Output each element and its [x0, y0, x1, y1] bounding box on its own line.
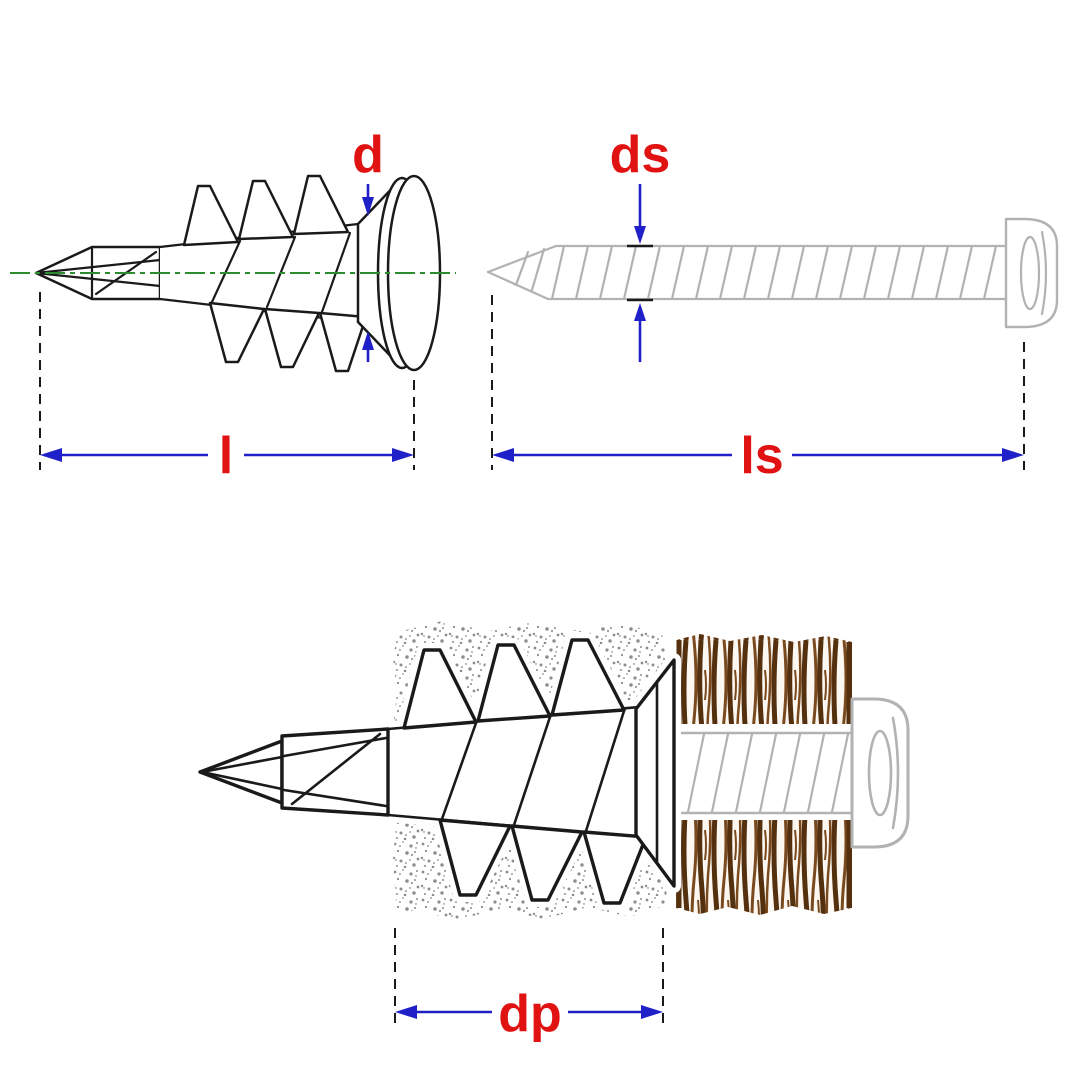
flange-head — [634, 658, 676, 888]
dimension-d: d — [352, 126, 384, 362]
screw-side-drawing — [486, 217, 1059, 329]
label-d: d — [352, 126, 384, 184]
anchor-thread-body — [158, 174, 368, 373]
installed-anchor — [198, 633, 681, 910]
drill-tip — [198, 727, 390, 817]
thread-fin — [263, 307, 321, 369]
label-ls: ls — [740, 427, 783, 485]
dimension-ls: ls — [491, 295, 1025, 485]
screw-head — [850, 697, 910, 849]
installed-screw — [674, 697, 910, 849]
thread-fin — [550, 638, 626, 717]
thread-fin — [438, 818, 512, 897]
thread-fin — [208, 301, 266, 364]
dimension-dp: dp — [394, 928, 664, 1043]
thread-fin — [402, 648, 478, 730]
thread-fin — [318, 311, 368, 373]
installation-illustration: dp — [198, 621, 910, 1043]
label-ds: ds — [610, 126, 671, 184]
label-dp: dp — [498, 985, 562, 1043]
thread-fin — [292, 174, 350, 236]
thread-fin — [582, 830, 648, 905]
thread-fin — [237, 179, 295, 241]
thread-fin — [476, 643, 552, 723]
dimension-l: l — [39, 292, 415, 485]
wood-batten — [676, 634, 852, 915]
screw-head — [1004, 217, 1059, 329]
label-l: l — [219, 427, 233, 485]
thread-fin — [182, 184, 240, 247]
thread-fin — [510, 824, 584, 902]
anchor-plug-drawing — [10, 174, 456, 373]
dimension-ds: ds — [610, 126, 671, 362]
